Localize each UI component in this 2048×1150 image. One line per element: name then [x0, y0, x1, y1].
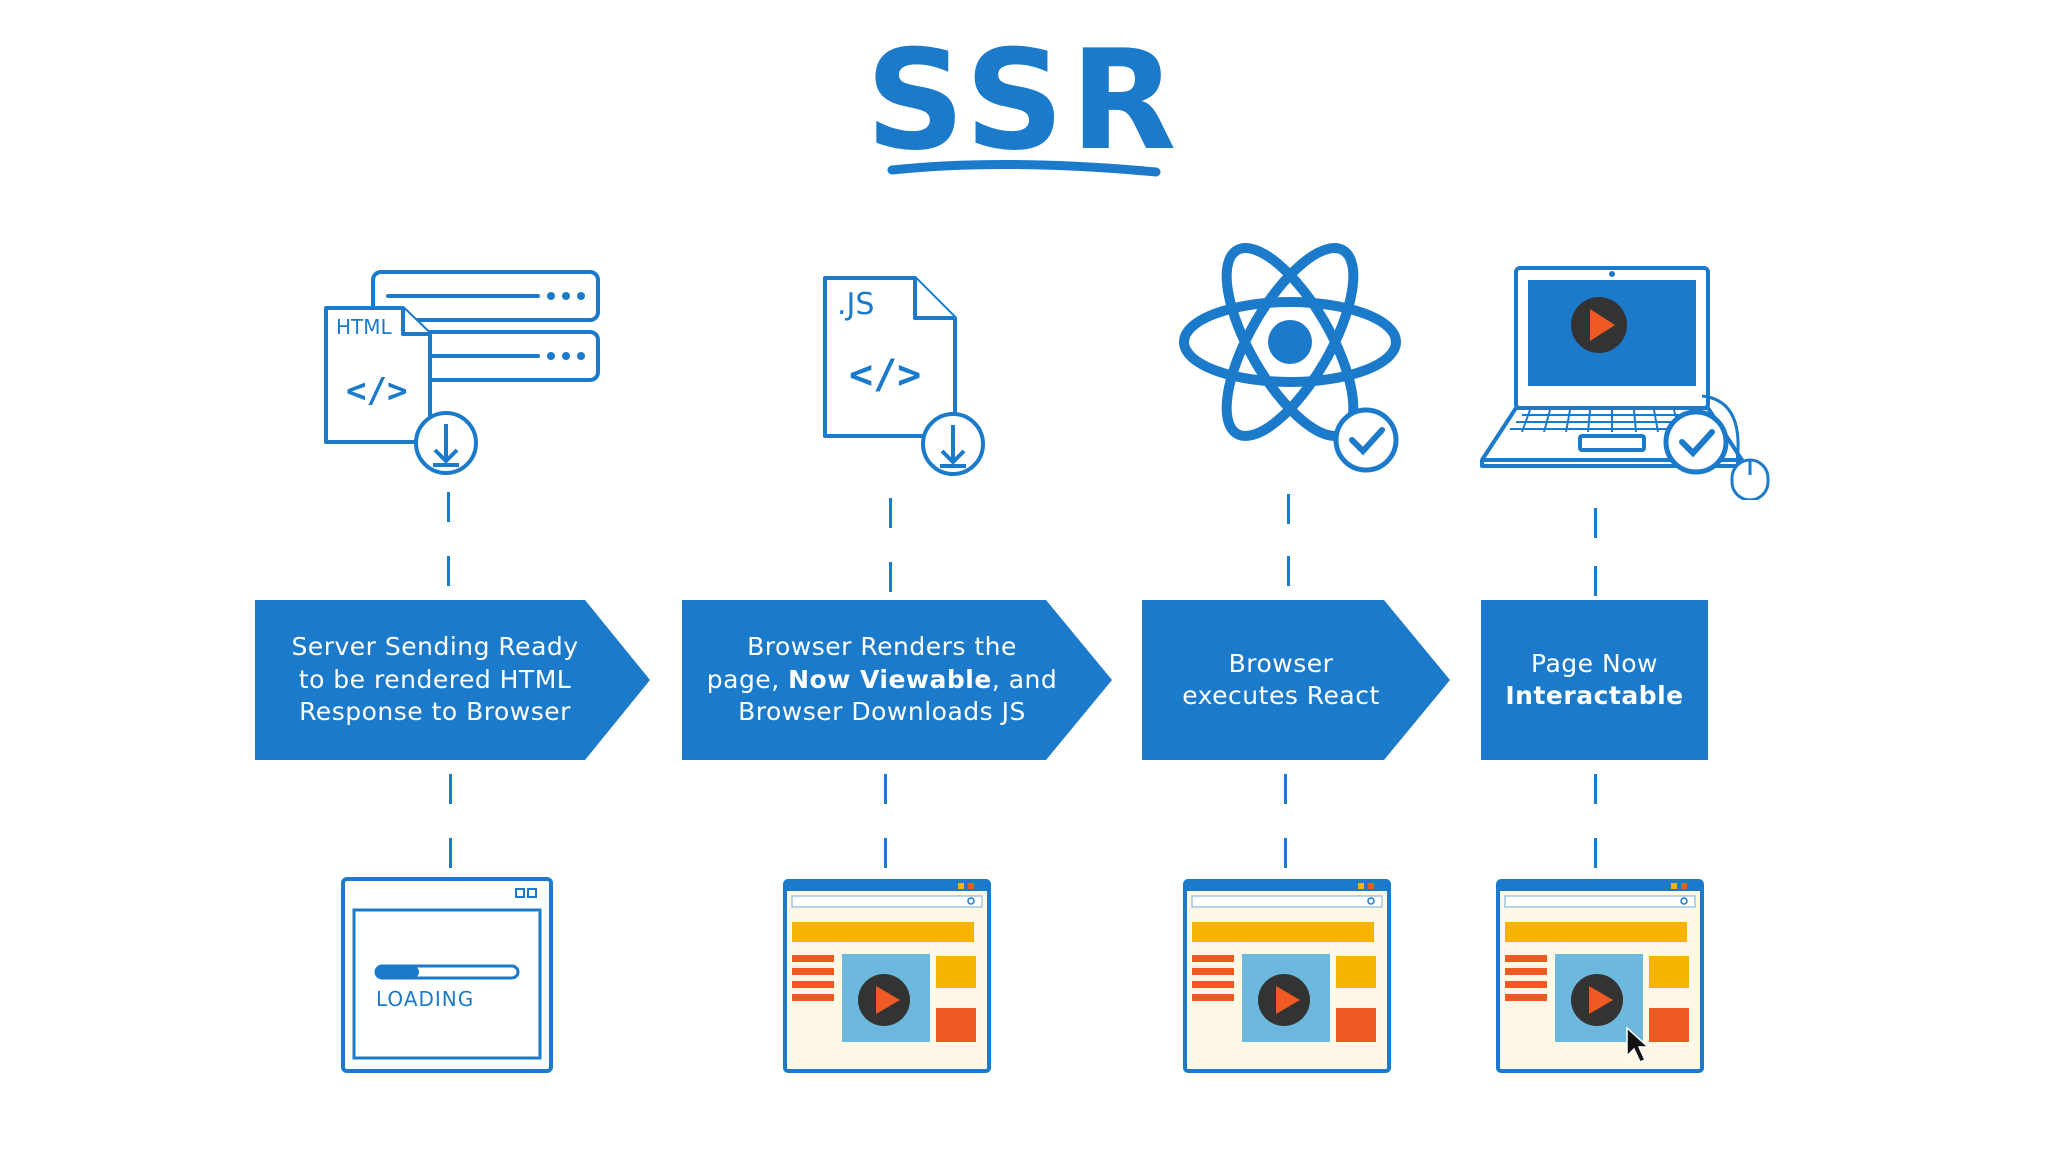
step-1-label: Server Sending Ready to be rendered HTML… — [291, 632, 579, 727]
react-atom-check-icon — [1179, 243, 1401, 473]
js-document-download-icon: .JS </> — [823, 276, 985, 476]
step-4-box: Page Now Interactable — [1481, 600, 1708, 760]
rendered-page-screen-interactive — [1496, 879, 1704, 1073]
rendered-page-screen-1 — [783, 879, 991, 1073]
svg-text:</>: </> — [346, 371, 407, 411]
step-2-label: Browser Renders the page, Now Viewable, … — [706, 632, 1058, 727]
laptop-check-icon — [1480, 266, 1770, 500]
step-3-arrow: Browser executes React — [1142, 600, 1450, 760]
step-4-label: Page Now Interactable — [1505, 648, 1684, 711]
loading-progress-fill — [376, 966, 419, 978]
mouse-cursor-icon — [1626, 1026, 1650, 1063]
html-file-label: HTML — [336, 315, 393, 339]
step-2-arrow: Browser Renders the page, Now Viewable, … — [682, 600, 1112, 760]
diagram-title: SSR — [865, 20, 1183, 181]
loading-text: LOADING — [376, 987, 474, 1011]
step-3-label: Browser executes React — [1182, 648, 1380, 711]
svg-text:</>: </> — [849, 352, 921, 398]
title-underline — [887, 159, 1161, 177]
loading-browser-screen: LOADING — [341, 877, 553, 1073]
rendered-page-screen-2 — [1183, 879, 1391, 1073]
html-document-server-download-icon: HTML </> — [324, 270, 600, 475]
js-file-label: .JS — [837, 287, 874, 322]
step-1-arrow: Server Sending Ready to be rendered HTML… — [255, 600, 650, 760]
